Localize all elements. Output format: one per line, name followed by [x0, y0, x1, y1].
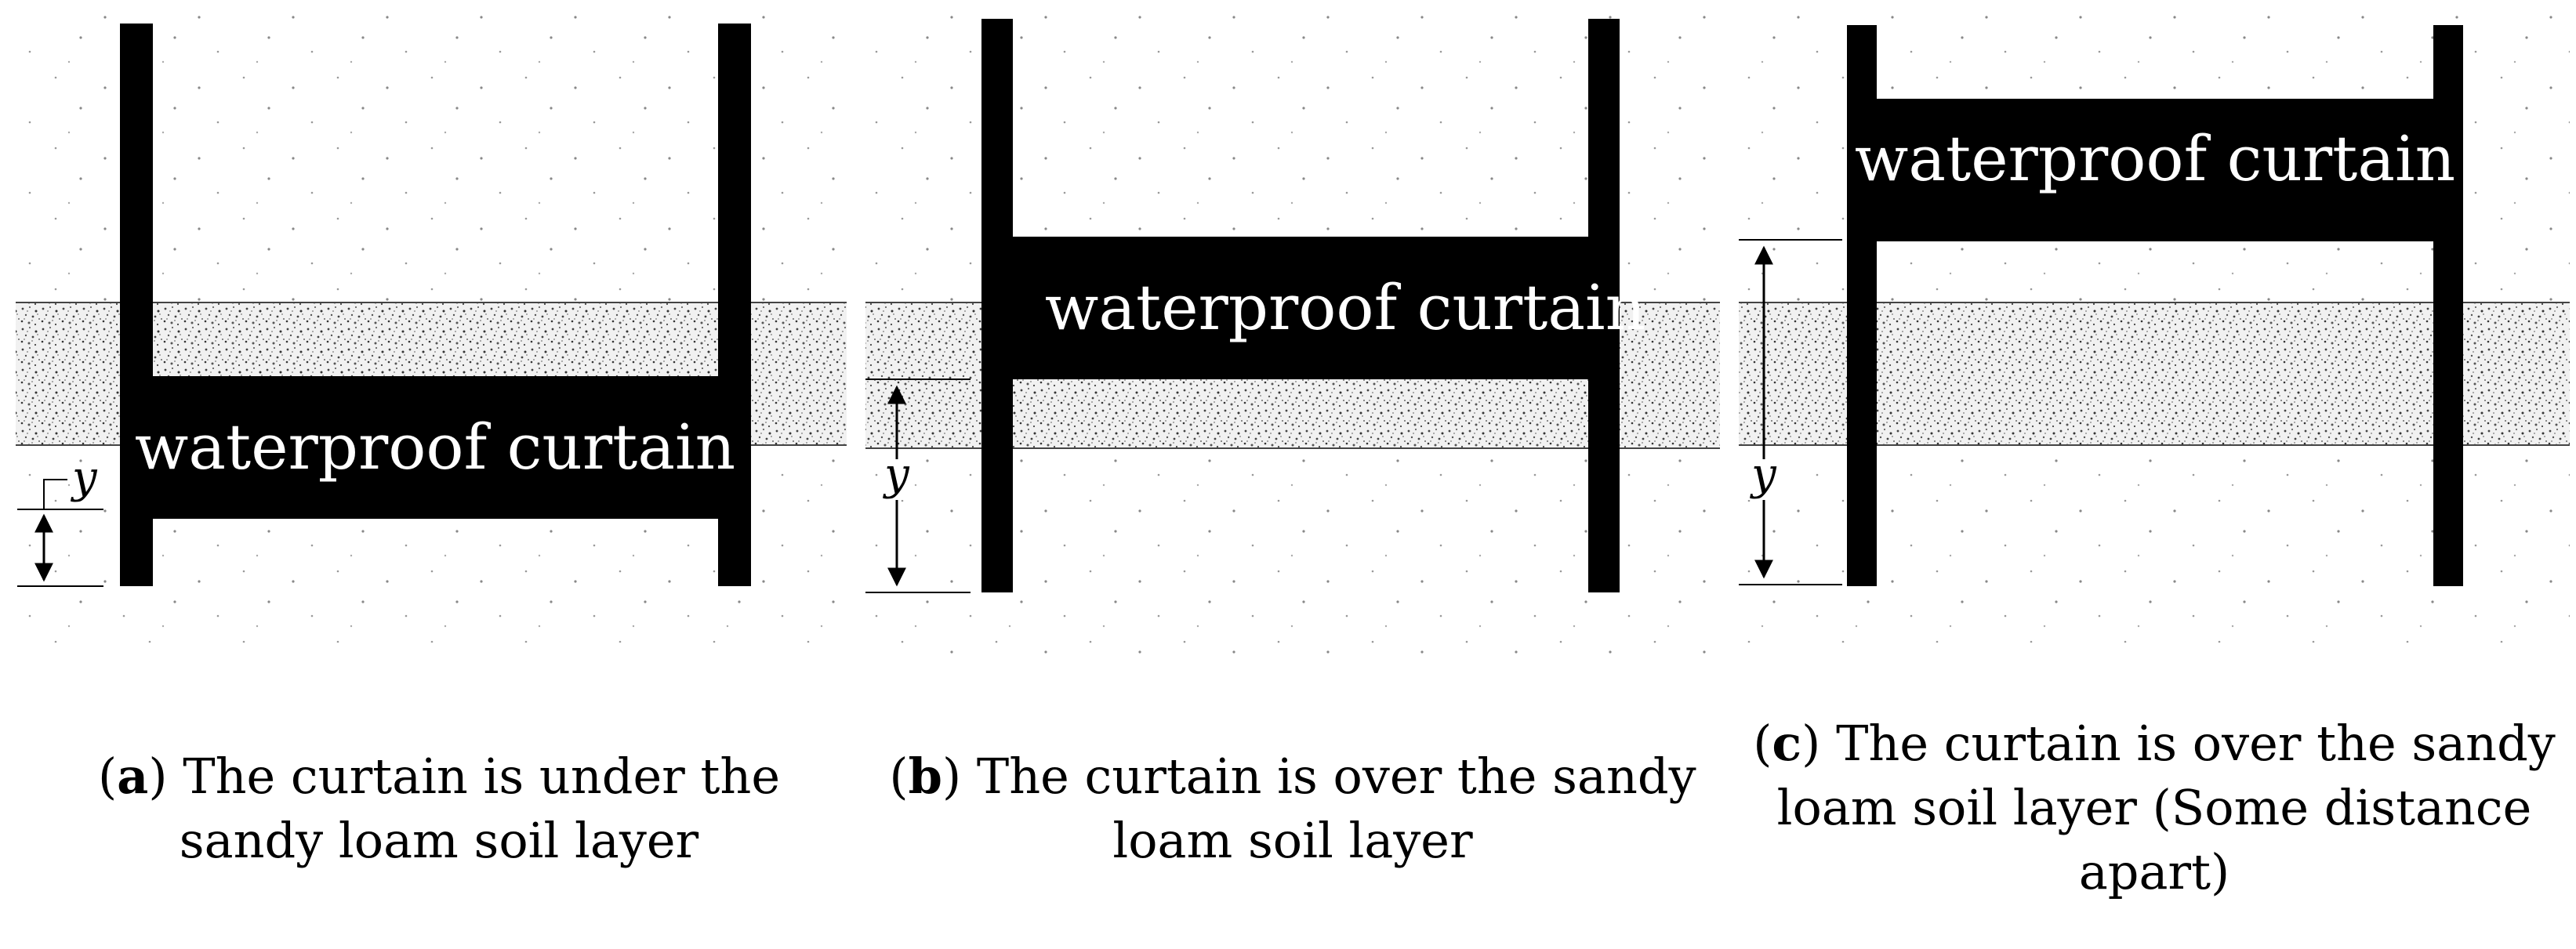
curtain-label: waterproof curtain — [1855, 122, 2455, 195]
caption-text: The curtain is under the sandy loam soil… — [179, 748, 781, 869]
curtain-label: waterproof curtain — [135, 411, 735, 484]
left-retaining-wall — [120, 24, 153, 586]
caption-c: (c) The curtain is over the sandy loam s… — [1753, 715, 2556, 900]
left-retaining-wall — [981, 19, 1013, 592]
waterproof-curtain — [1877, 99, 2433, 241]
waterproof-curtain — [153, 376, 718, 519]
caption-letter: a — [117, 748, 149, 805]
caption-a: (a) The curtain is under the sandy loam … — [97, 748, 781, 869]
waterproof-curtain — [1013, 237, 1588, 379]
curtain-label: waterproof curtain — [1045, 271, 1645, 344]
dimension-leader — [43, 479, 67, 509]
sandy-loam-layer — [1739, 302, 2570, 445]
panel-b: waterproof curtain y — [865, 16, 1720, 658]
dimension-label-y: y — [70, 452, 98, 503]
caption-b: (b) The curtain is over the sandy loam s… — [889, 748, 1696, 869]
panel-c: waterproof curtain y — [1739, 16, 2570, 643]
dimension-label-y: y — [882, 449, 910, 500]
caption-text: The curtain is over the sandy loam soil … — [976, 748, 1696, 869]
left-retaining-wall — [1847, 25, 1877, 586]
caption-text: The curtain is over the sandy loam soil … — [1776, 715, 2556, 900]
dimension-label-y: y — [1749, 449, 1777, 500]
right-retaining-wall — [718, 24, 751, 586]
right-retaining-wall — [1588, 19, 1620, 592]
panel-a: waterproof curtain y — [16, 16, 847, 643]
caption-letter: b — [908, 748, 942, 805]
caption-letter: c — [1772, 715, 1802, 772]
right-retaining-wall — [2433, 25, 2463, 586]
